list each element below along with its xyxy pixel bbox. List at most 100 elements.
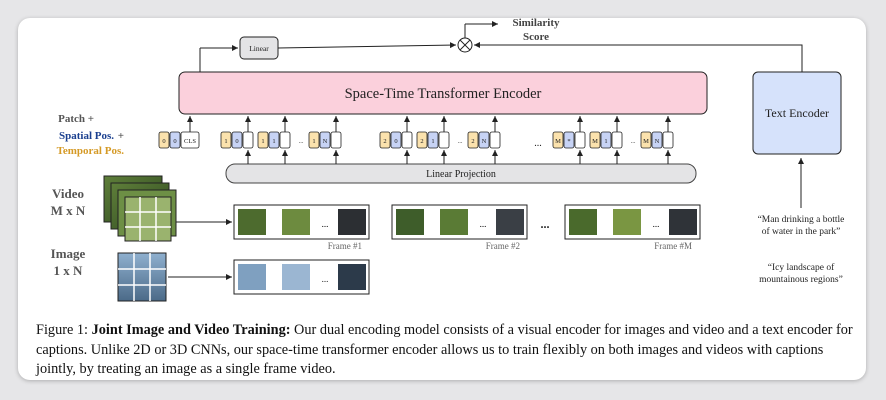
token-ellipsis: ...	[458, 138, 463, 145]
frame-label-m: Frame #M	[654, 241, 692, 251]
token-temporal	[552, 131, 564, 149]
linear-projection-bar	[225, 163, 697, 184]
frame-patch	[338, 209, 366, 235]
token-patch	[574, 131, 586, 149]
token-cls-label: CLS	[184, 138, 196, 145]
token-temporal	[589, 131, 601, 149]
token-spatial	[268, 131, 280, 149]
token-temporal	[158, 131, 170, 149]
frame-label-1: Frame #1	[328, 241, 362, 251]
frame-strip-ellipsis: ...	[653, 219, 660, 229]
token-spatial	[563, 131, 575, 149]
token-temporal	[416, 131, 428, 149]
image-strip: ...	[233, 259, 370, 295]
image-label-line1: Image	[51, 246, 86, 261]
token-spatial-label: 0	[173, 138, 176, 145]
token-spatial-label: 1	[604, 138, 607, 145]
text-encoder-box	[752, 71, 842, 155]
frame-patch	[238, 209, 266, 235]
frame-patch	[569, 209, 597, 235]
token-temporal	[640, 131, 652, 149]
caption-body: Our dual encoding model consists of a vi…	[36, 322, 853, 377]
legend-spatial: Spatial Pos.	[59, 130, 114, 142]
token-temporal-label: 1	[312, 138, 315, 145]
projection-arrows	[245, 150, 671, 164]
caption-2-line2: mountainous regions”	[759, 275, 843, 285]
token-spatial	[390, 131, 402, 149]
token-patch	[489, 131, 501, 149]
caption-2-line1: “Icy landscape of	[768, 262, 835, 273]
similarity-node: Similarity Score	[457, 18, 560, 53]
token-spatial-label: 1	[272, 138, 275, 145]
token-patch	[401, 131, 413, 149]
token-ellipsis: ...	[631, 138, 636, 145]
token-temporal-label: M	[643, 138, 649, 145]
token-temporal-label: 2	[420, 138, 423, 145]
token-temporal	[220, 131, 232, 149]
frames-ellipsis: ...	[541, 217, 550, 231]
token-ellipsis: ...	[299, 138, 304, 145]
space-time-encoder-box	[178, 71, 708, 115]
video-label-line2: M x N	[51, 203, 86, 218]
token-temporal-label: 2	[383, 138, 386, 145]
frame-patch	[613, 209, 641, 235]
caption-prefix: Figure 1:	[36, 322, 92, 338]
caption-bold-title: Joint Image and Video Training:	[91, 322, 291, 338]
token-spatial	[169, 131, 181, 149]
figure-card: Similarity Score Linear Text Encoder “Ma…	[18, 18, 866, 380]
token-temporal-label: 0	[162, 138, 165, 145]
token-spatial	[231, 131, 243, 149]
frame-patch	[440, 209, 468, 235]
token-spatial-label: 0	[394, 138, 397, 145]
token-patch	[330, 131, 342, 149]
frame-strip-ellipsis: ...	[480, 219, 487, 229]
frame-patch	[669, 209, 697, 235]
legend-plus: +	[118, 130, 124, 142]
image-grid	[117, 252, 167, 302]
token-patch	[611, 131, 623, 149]
linear-box-label: Linear	[249, 44, 269, 53]
token-patch	[242, 131, 254, 149]
encoder-title: Space-Time Transformer Encoder	[345, 86, 542, 102]
token-temporal	[379, 131, 391, 149]
linear-head: Linear	[199, 36, 457, 72]
token-temporal-label: M	[592, 138, 598, 145]
similarity-label-line1: Similarity	[512, 18, 560, 29]
token-temporal-label: 1	[261, 138, 264, 145]
token-spatial-label: *	[567, 138, 570, 145]
video-frame-stack	[103, 175, 177, 242]
token-temporal-label: 2	[471, 138, 474, 145]
token-groups-ellipsis: ...	[534, 138, 542, 149]
legend-temporal: Temporal Pos.	[57, 145, 125, 157]
frame-patch	[396, 209, 424, 235]
similarity-label-line2: Score	[523, 31, 549, 43]
token-spatial	[651, 131, 663, 149]
token-spatial-label: N	[482, 138, 487, 145]
architecture-diagram: Similarity Score Linear Text Encoder “Ma…	[51, 18, 845, 302]
token-temporal-label: M	[555, 138, 561, 145]
token-spatial	[427, 131, 439, 149]
legend-patch: Patch +	[58, 113, 94, 125]
frame-patch	[282, 209, 310, 235]
token-spatial	[478, 131, 490, 149]
token-temporal	[257, 131, 269, 149]
token-spatial-label: 1	[431, 138, 434, 145]
token-patch	[662, 131, 674, 149]
token-patch	[279, 131, 291, 149]
token-spatial-label: N	[323, 138, 328, 145]
image-strip-ellipsis: ...	[322, 274, 329, 284]
caption-1-line1: “Man drinking a bottle	[758, 215, 845, 225]
caption-1-line2: of water in the park”	[762, 226, 841, 237]
frame-label-2: Frame #2	[486, 241, 520, 251]
video-label-line1: Video	[52, 186, 84, 201]
linear-projection-label: Linear Projection	[426, 169, 496, 180]
token-temporal	[308, 131, 320, 149]
image-label-line2: 1 x N	[54, 263, 84, 278]
token-spatial-label: N	[655, 138, 660, 145]
frame-strips: .........	[233, 204, 701, 240]
token-spatial-label: 0	[235, 138, 238, 145]
text-encoder-label: Text Encoder	[765, 106, 829, 120]
token-spatial	[319, 131, 331, 149]
frame-strip-ellipsis: ...	[322, 219, 329, 229]
